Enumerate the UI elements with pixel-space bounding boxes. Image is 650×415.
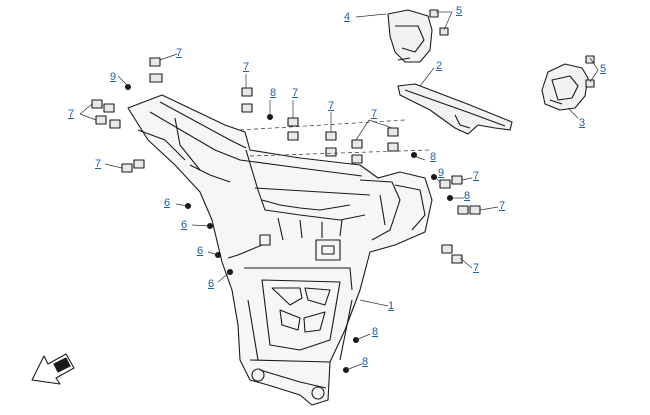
callout-part-5-top[interactable]: 5 bbox=[456, 5, 463, 17]
callout-part-6-b[interactable]: 6 bbox=[181, 219, 188, 231]
callout-part-7-i[interactable]: 7 bbox=[499, 200, 506, 212]
front-direction-arrow-icon bbox=[31, 353, 75, 385]
right-side-bracket bbox=[541, 63, 589, 111]
callout-part-7-a[interactable]: 7 bbox=[176, 47, 183, 59]
callout-part-9-b[interactable]: 9 bbox=[438, 167, 445, 179]
callout-part-7-h[interactable]: 7 bbox=[473, 170, 480, 182]
callout-part-7-e[interactable]: 7 bbox=[292, 87, 299, 99]
callout-part-6-d[interactable]: 6 bbox=[208, 278, 215, 290]
fastener-bolts bbox=[91, 9, 595, 264]
main-front-frame bbox=[127, 94, 433, 406]
callout-part-8-c[interactable]: 8 bbox=[464, 190, 471, 202]
callout-part-7-c[interactable]: 7 bbox=[95, 158, 102, 170]
callout-part-9-a[interactable]: 9 bbox=[110, 71, 117, 83]
callout-part-4[interactable]: 4 bbox=[344, 11, 351, 23]
callout-part-5-right[interactable]: 5 bbox=[600, 63, 607, 75]
callout-part-6-c[interactable]: 6 bbox=[197, 245, 204, 257]
callout-part-3[interactable]: 3 bbox=[579, 117, 586, 129]
callout-part-6-a[interactable]: 6 bbox=[164, 197, 171, 209]
callout-part-2[interactable]: 2 bbox=[436, 60, 443, 72]
callout-part-8-e[interactable]: 8 bbox=[362, 356, 369, 368]
callout-part-7-g[interactable]: 7 bbox=[371, 108, 378, 120]
callout-part-8-b[interactable]: 8 bbox=[430, 151, 437, 163]
callout-part-7-b[interactable]: 7 bbox=[68, 108, 75, 120]
callout-part-8-a[interactable]: 8 bbox=[270, 87, 277, 99]
callout-part-7-f[interactable]: 7 bbox=[328, 100, 335, 112]
callout-part-7-d[interactable]: 7 bbox=[243, 61, 250, 73]
callout-part-8-d[interactable]: 8 bbox=[372, 326, 379, 338]
callout-part-7-j[interactable]: 7 bbox=[473, 262, 480, 274]
upper-cross-bracket bbox=[397, 83, 513, 135]
top-small-bracket bbox=[387, 9, 433, 63]
callout-part-1[interactable]: 1 bbox=[388, 300, 395, 312]
leader-lines bbox=[79, 11, 599, 371]
